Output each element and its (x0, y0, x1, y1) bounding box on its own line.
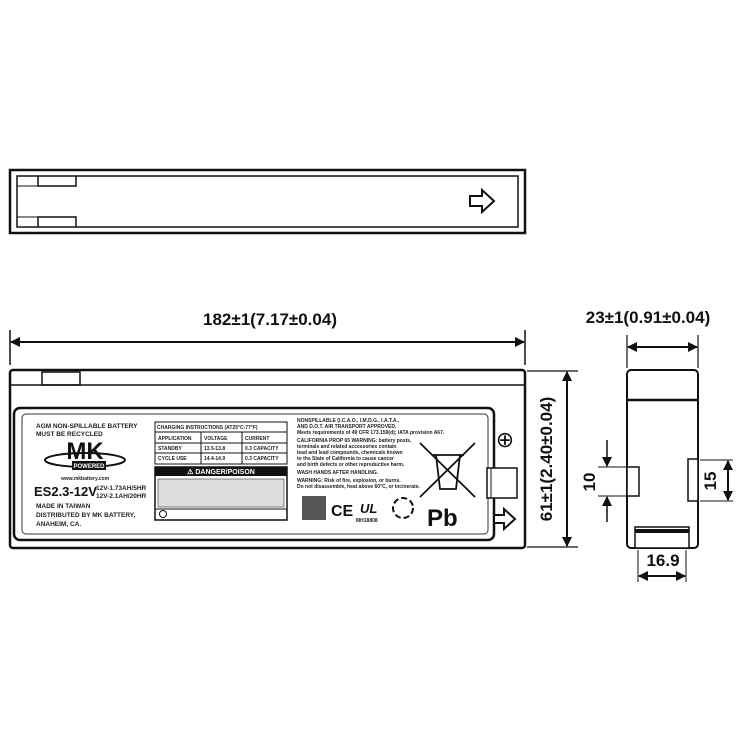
svg-text:Meets requirements of 49 CFR 1: Meets requirements of 49 CFR 173.159(d);… (297, 430, 445, 436)
svg-text:WARNING: Risk of fire, explosi: WARNING: Risk of fire, explosion, or bur… (297, 478, 401, 484)
height-label: 61±1(2.40±0.04) (537, 397, 556, 522)
terminal-gap-label: 10 (580, 473, 599, 492)
svg-text:CURRENT: CURRENT (245, 436, 269, 442)
svg-text:NONSPILLABLE (I.C.A.O., I.M.D.: NONSPILLABLE (I.C.A.O., I.M.D.G., I.A.T.… (297, 418, 400, 424)
svg-text:0.3 CAPACITY: 0.3 CAPACITY (245, 456, 279, 462)
distributor: DISTRIBUTED BY MK BATTERY, (36, 512, 135, 519)
front-view: ⊕ AGM NON-SPILLABLE BATTERY MUST BE RECY… (8, 368, 527, 550)
svg-text:terminals and related accessor: terminals and related accessories contai… (297, 444, 397, 450)
length-label: 182±1(7.17±0.04) (203, 310, 337, 329)
length-dimension: 182±1(7.17±0.04) (9, 310, 526, 365)
svg-text:VOLTAGE: VOLTAGE (204, 436, 228, 442)
recycle-icon (392, 497, 414, 519)
svg-text:⚠ DANGER/POISON: ⚠ DANGER/POISON (187, 468, 255, 476)
danger-box: ⚠ DANGER/POISON (154, 466, 288, 521)
terminal-height-label: 15 (701, 472, 720, 491)
svg-text:WASH HANDS AFTER HANDLING.: WASH HANDS AFTER HANDLING. (297, 470, 379, 476)
top-view (8, 168, 527, 235)
label-recycle: MUST BE RECYCLED (36, 431, 103, 438)
label-header: AGM NON-SPILLABLE BATTERY (36, 423, 138, 430)
ul-mark: UL (360, 501, 377, 516)
negative-arrow-icon (493, 506, 517, 532)
arrow-icon (469, 187, 496, 215)
svg-text:CHARGING INSTRUCTIONS (AT25°C-: CHARGING INSTRUCTIONS (AT25°C-77°F) (157, 425, 258, 431)
positive-terminal-icon: ⊕ (496, 427, 514, 452)
svg-text:0.3 CAPACITY: 0.3 CAPACITY (245, 446, 279, 452)
svg-text:STANDBY: STANDBY (158, 446, 182, 452)
charging-table: CHARGING INSTRUCTIONS (AT25°C-77°F) APPL… (154, 421, 288, 465)
svg-text:and birth defects or other rep: and birth defects or other reproductive … (297, 462, 405, 468)
distributor-city: ANAHEIM, CA. (36, 521, 81, 528)
ul-number: MH18808 (356, 518, 378, 524)
svg-text:CALIFORNIA PROP 65 WARNING: ba: CALIFORNIA PROP 65 WARNING: battery post… (297, 438, 412, 444)
rating-5hr: 12V-1.73AH/5HR (96, 485, 147, 492)
height-dimension: 61±1(2.40±0.04) (527, 370, 578, 548)
svg-text:CYCLE USE: CYCLE USE (158, 456, 187, 462)
ce-mark: CE (331, 503, 354, 520)
side-view: 23±1(0.91±0.04) 10 15 16.9 (580, 308, 733, 582)
rating-20hr: 12V-2.1AH/20HR (96, 493, 147, 500)
svg-text:14.4-14.9: 14.4-14.9 (204, 456, 225, 462)
qr-code (302, 496, 326, 520)
svg-text:APPLICATION: APPLICATION (158, 436, 192, 442)
svg-text:to the State of California to: to the State of California to cause canc… (297, 456, 394, 462)
svg-text:MK: MK (66, 438, 104, 465)
pb-mark: Pb (427, 505, 458, 532)
model-number: ES2.3-12V (34, 484, 97, 499)
mk-logo: MK POWERED (44, 438, 126, 470)
width-label: 23±1(0.91±0.04) (586, 308, 711, 327)
made-in: MADE IN TAIWAN (36, 503, 91, 510)
weee-bin-icon (419, 442, 476, 498)
svg-text:13.5-13.8: 13.5-13.8 (204, 446, 225, 452)
warning-text: NONSPILLABLE (I.C.A.O., I.M.D.G., I.A.T.… (297, 418, 445, 490)
svg-text:lead and lead compounds, chemi: lead and lead compounds, chemicals known (297, 450, 403, 456)
svg-text:AND D.O.T. AIR TRANSPORT APPRO: AND D.O.T. AIR TRANSPORT APPROVED. (297, 424, 397, 430)
terminal-width-label: 16.9 (646, 551, 679, 570)
svg-text:POWERED: POWERED (73, 464, 105, 470)
website: www.mkbattery.com (60, 476, 110, 482)
svg-text:Do not disassemble, heat above: Do not disassemble, heat above 60°C, or … (297, 484, 420, 490)
